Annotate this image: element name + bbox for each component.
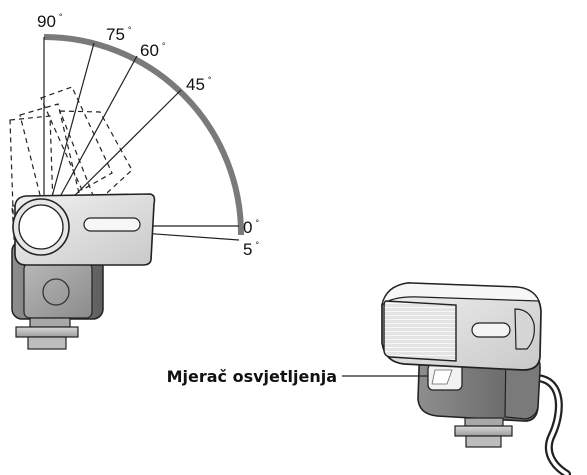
flash-head-left bbox=[12, 193, 156, 266]
left-flash-group: 90° 75° 60° 45° 0° 5° bbox=[9, 12, 259, 350]
right-flash-group: Mjerač osvjetljenja bbox=[167, 282, 571, 475]
angle-label-75: 75° bbox=[106, 25, 132, 44]
right-flash-head-top bbox=[381, 282, 540, 307]
angle-label-45: 45° bbox=[186, 75, 212, 94]
left-flash-shoe-bottom bbox=[27, 336, 67, 350]
left-flash-shoe-top bbox=[15, 326, 79, 338]
left-flash-slot bbox=[83, 217, 141, 232]
left-flash-collar bbox=[29, 317, 71, 328]
left-flash-sensor-circle bbox=[42, 278, 70, 306]
right-flash-shoe-bottom bbox=[465, 435, 502, 448]
left-flash-front-panel bbox=[23, 262, 93, 319]
angle-label-5: 5° bbox=[243, 240, 259, 259]
right-flash-shoe-top bbox=[454, 425, 513, 437]
pivot-hinge-inner bbox=[18, 204, 64, 250]
head-outline-60 bbox=[40, 86, 113, 191]
right-flash-head-slot bbox=[471, 322, 511, 338]
angle-labels: 90° 75° 60° 45° 0° 5° bbox=[37, 12, 259, 259]
angle-label-0: 0° bbox=[243, 218, 259, 237]
right-flash-collar bbox=[464, 417, 504, 427]
right-flash-meter-highlight bbox=[431, 369, 453, 385]
right-flash-cable-highlight bbox=[536, 376, 569, 475]
right-flash-fresnel-window bbox=[383, 300, 457, 362]
angle-label-90: 90° bbox=[37, 12, 63, 31]
angle-label-60: 60° bbox=[140, 41, 166, 60]
light-meter-callout-label: Mjerač osvjetljenja bbox=[167, 367, 337, 386]
right-flash-side-knob bbox=[514, 308, 535, 350]
bounce-arc bbox=[43, 34, 245, 236]
